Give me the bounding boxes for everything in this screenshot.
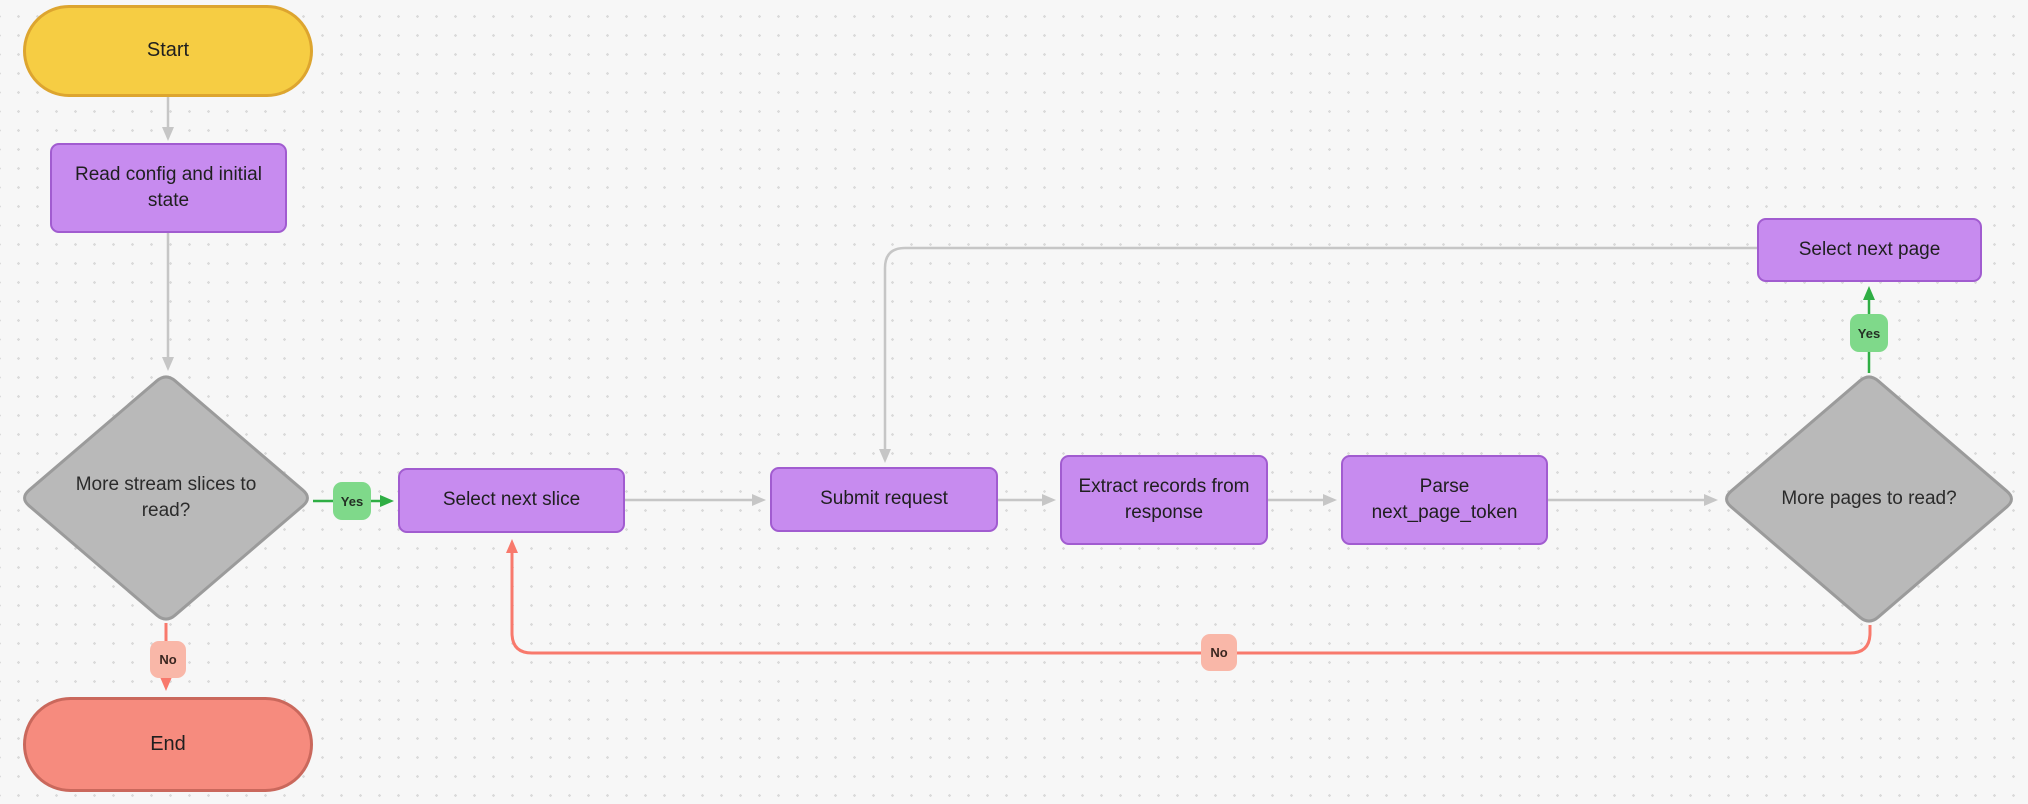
edge-label-yes-more-slices: Yes (333, 482, 371, 520)
edge-label-yes-more-pages: Yes (1850, 314, 1888, 352)
node-start: Start (23, 5, 313, 97)
edge-more-pages-no-loop-to-select-next-slice (506, 539, 1872, 655)
node-read-config: Read config and initial state (50, 143, 287, 233)
node-extract-records: Extract records from response (1060, 455, 1268, 545)
node-parse-next-page-token: Parse next_page_token (1341, 455, 1548, 545)
edge-select-next-page-loop-to-submit-request (879, 246, 1757, 463)
edge-label-no-more-slices: No (150, 641, 186, 678)
decision-diamond-more-slices (23, 375, 309, 621)
node-select-next-slice: Select next slice (398, 468, 625, 533)
node-select-next-page: Select next page (1757, 218, 1982, 282)
edge-label-no-more-pages: No (1201, 634, 1237, 671)
node-submit-request: Submit request (770, 467, 998, 532)
node-end: End (23, 697, 313, 792)
decision-diamond-more-pages (1725, 375, 2013, 623)
